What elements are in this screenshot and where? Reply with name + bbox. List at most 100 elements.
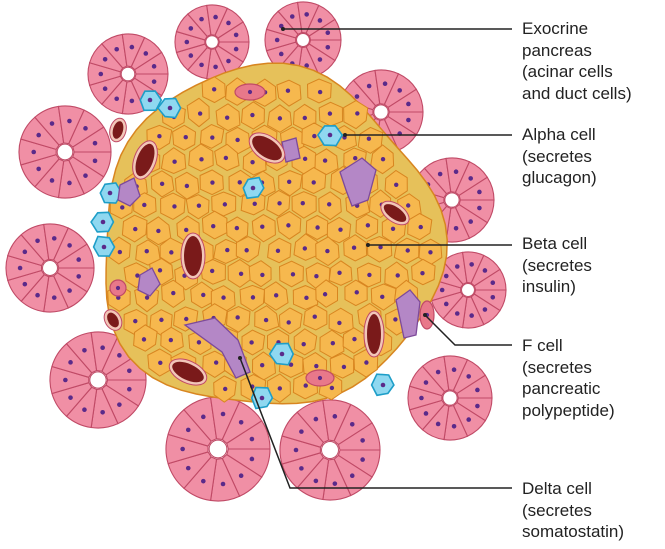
f-nucleus bbox=[248, 90, 252, 94]
beta-nucleus bbox=[158, 268, 162, 272]
beta-nucleus bbox=[157, 134, 161, 138]
beta-nucleus bbox=[225, 115, 229, 119]
acinar-lumen bbox=[374, 105, 388, 119]
acinar-nucleus bbox=[103, 86, 108, 91]
acinar-nucleus bbox=[424, 411, 429, 416]
beta-nucleus bbox=[264, 318, 268, 322]
beta-nucleus bbox=[250, 113, 254, 117]
label-delta-line-2: (secretes bbox=[522, 500, 624, 522]
beta-nucleus bbox=[185, 184, 189, 188]
acinar-nucleus bbox=[475, 388, 480, 393]
beta-nucleus bbox=[301, 201, 305, 205]
acinar-nucleus bbox=[325, 30, 330, 35]
leader-dot bbox=[238, 356, 242, 360]
acinar-nucleus bbox=[318, 18, 323, 23]
acinar-nucleus bbox=[454, 169, 459, 174]
acinar-lumen bbox=[322, 442, 339, 459]
beta-nucleus bbox=[235, 138, 239, 142]
leader-dot bbox=[343, 133, 347, 137]
acinar-lumen bbox=[462, 284, 475, 297]
acinar-nucleus bbox=[468, 176, 473, 181]
acinar-nucleus bbox=[189, 26, 194, 31]
beta-nucleus bbox=[250, 160, 254, 164]
beta-nucleus bbox=[364, 360, 368, 364]
acinar-nucleus bbox=[130, 99, 135, 104]
label-alpha-cell: Alpha cell (secretes glucagon) bbox=[522, 124, 597, 189]
acinar-nucleus bbox=[438, 172, 443, 177]
beta-nucleus bbox=[286, 89, 290, 93]
beta-nucleus bbox=[327, 202, 331, 206]
acinar-nucleus bbox=[440, 288, 445, 293]
beta-nucleus bbox=[145, 249, 149, 253]
beta-nucleus bbox=[328, 111, 332, 115]
acinar-nucleus bbox=[100, 345, 105, 350]
beta-nucleus bbox=[172, 160, 176, 164]
label-f-cell: F cell (secretes pancreatic polypeptide) bbox=[522, 335, 615, 421]
beta-nucleus bbox=[355, 111, 359, 115]
beta-nucleus bbox=[142, 337, 146, 341]
beta-nucleus bbox=[318, 90, 322, 94]
acinar-nucleus bbox=[477, 190, 482, 195]
acinar-nucleus bbox=[127, 387, 132, 392]
acinus bbox=[6, 224, 94, 312]
acinar-nucleus bbox=[250, 457, 255, 462]
acinar-nucleus bbox=[304, 12, 309, 17]
beta-nucleus bbox=[169, 338, 173, 342]
acinar-nucleus bbox=[454, 226, 459, 231]
acinar-nucleus bbox=[185, 40, 190, 45]
acinar-nucleus bbox=[226, 59, 231, 64]
beta-nucleus bbox=[169, 250, 173, 254]
acinar-nucleus bbox=[466, 417, 471, 422]
beta-nucleus bbox=[211, 224, 215, 228]
label-beta-line-2: (secretes bbox=[522, 255, 592, 277]
acinar-nucleus bbox=[455, 264, 460, 269]
acinar-nucleus bbox=[117, 353, 122, 358]
beta-nucleus bbox=[223, 202, 227, 206]
beta-nucleus bbox=[303, 116, 307, 120]
beta-nucleus bbox=[251, 295, 255, 299]
beta-nucleus bbox=[428, 250, 432, 254]
beta-nucleus bbox=[391, 227, 395, 231]
acinar-nucleus bbox=[93, 159, 98, 164]
beta-nucleus bbox=[197, 203, 201, 207]
beta-nucleus bbox=[260, 224, 264, 228]
beta-nucleus bbox=[201, 293, 205, 297]
acinar-nucleus bbox=[318, 57, 323, 62]
beta-nucleus bbox=[120, 205, 124, 209]
beta-nucleus bbox=[278, 116, 282, 120]
beta-nucleus bbox=[244, 248, 248, 252]
acinar-nucleus bbox=[50, 121, 55, 126]
beta-nucleus bbox=[304, 383, 308, 387]
f-nucleus bbox=[318, 376, 322, 380]
label-alpha-line-1: Alpha cell bbox=[522, 124, 597, 146]
acinar-lumen bbox=[209, 440, 227, 458]
beta-nucleus bbox=[158, 361, 162, 365]
acinar-nucleus bbox=[333, 414, 338, 419]
acinar-nucleus bbox=[83, 126, 88, 131]
beta-nucleus bbox=[253, 202, 257, 206]
acinar-nucleus bbox=[180, 447, 185, 452]
beta-nucleus bbox=[287, 180, 291, 184]
label-f-line-3: pancreatic bbox=[522, 378, 615, 400]
beta-nucleus bbox=[312, 180, 316, 184]
acinus bbox=[408, 356, 492, 440]
acinar-nucleus bbox=[36, 133, 41, 138]
acinar-nucleus bbox=[314, 479, 319, 484]
beta-nucleus bbox=[314, 364, 318, 368]
acinar-nucleus bbox=[189, 53, 194, 58]
beta-nucleus bbox=[396, 273, 400, 277]
acinar-nucleus bbox=[52, 295, 57, 300]
acinar-lumen bbox=[43, 261, 58, 276]
beta-nucleus bbox=[394, 183, 398, 187]
beta-nucleus bbox=[315, 225, 319, 229]
beta-nucleus bbox=[342, 365, 346, 369]
beta-nucleus bbox=[145, 295, 149, 299]
acinar-nucleus bbox=[314, 417, 319, 422]
acinar-nucleus bbox=[290, 14, 295, 19]
capillary-lumen bbox=[367, 314, 381, 354]
acinar-nucleus bbox=[436, 370, 441, 375]
beta-nucleus bbox=[366, 223, 370, 227]
label-delta-cell: Delta cell (secretes somatostatin) bbox=[522, 478, 624, 543]
beta-nucleus bbox=[210, 135, 214, 139]
beta-nucleus bbox=[133, 319, 137, 323]
